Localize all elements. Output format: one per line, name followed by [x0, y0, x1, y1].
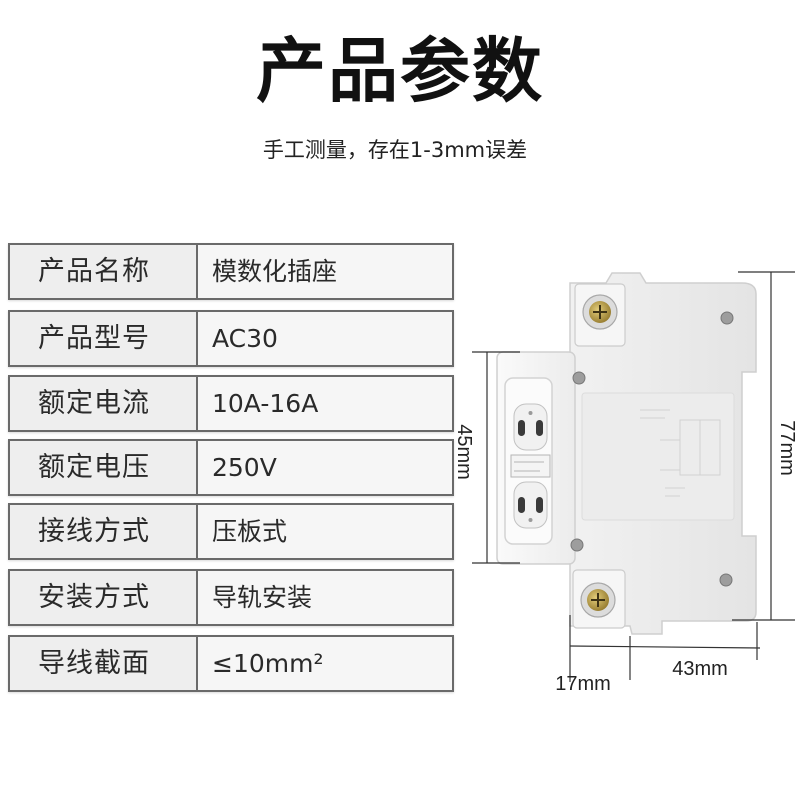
spec-row: 导线截面 ≤10mm² [8, 635, 454, 692]
spec-value: 模数化插座 [198, 245, 452, 298]
page-subtitle: 手工测量，存在1-3mm误差 [262, 138, 528, 162]
spec-label: 导线截面 [10, 637, 198, 690]
rivets [570, 311, 734, 587]
dimension-label-45mm: 45mm [453, 424, 475, 480]
spec-label: 接线方式 [10, 505, 198, 558]
terminal-top [574, 283, 626, 347]
spec-row: 产品型号 AC30 [8, 310, 454, 367]
dimension-45mm [472, 351, 520, 564]
spec-value: ≤10mm² [198, 637, 452, 690]
spec-row: 产品名称 模数化插座 [8, 243, 454, 300]
spec-label: 额定电压 [10, 441, 198, 494]
spec-value: 导轨安装 [198, 571, 452, 624]
outlet-socket-top [513, 403, 548, 451]
spec-value: 10A-16A [198, 377, 452, 430]
spec-row: 接线方式 压板式 [8, 503, 454, 560]
dimension-77mm [732, 271, 795, 621]
spec-label: 安装方式 [10, 571, 198, 624]
spec-row: 额定电压 250V [8, 439, 454, 496]
spec-label: 产品型号 [10, 312, 198, 365]
spec-value: AC30 [198, 312, 452, 365]
dimension-depth [569, 615, 761, 682]
side-label-area [581, 392, 735, 521]
spec-value: 压板式 [198, 505, 452, 558]
outlet-socket-bottom [513, 481, 548, 529]
page-title: 产品参数 [256, 30, 544, 112]
dimension-label-77mm: 77mm [776, 420, 798, 476]
spec-row: 额定电流 10A-16A [8, 375, 454, 432]
spec-row: 安装方式 导轨安装 [8, 569, 454, 626]
dimension-label-43mm: 43mm [672, 658, 728, 680]
spec-label: 额定电流 [10, 377, 198, 430]
dimension-label-17mm: 17mm [555, 673, 611, 695]
wiring-diagram-graphic [640, 409, 721, 497]
outlet-rating-plate [510, 454, 551, 478]
spec-label: 产品名称 [10, 245, 198, 298]
terminal-bottom [572, 569, 626, 629]
spec-value: 250V [198, 441, 452, 494]
